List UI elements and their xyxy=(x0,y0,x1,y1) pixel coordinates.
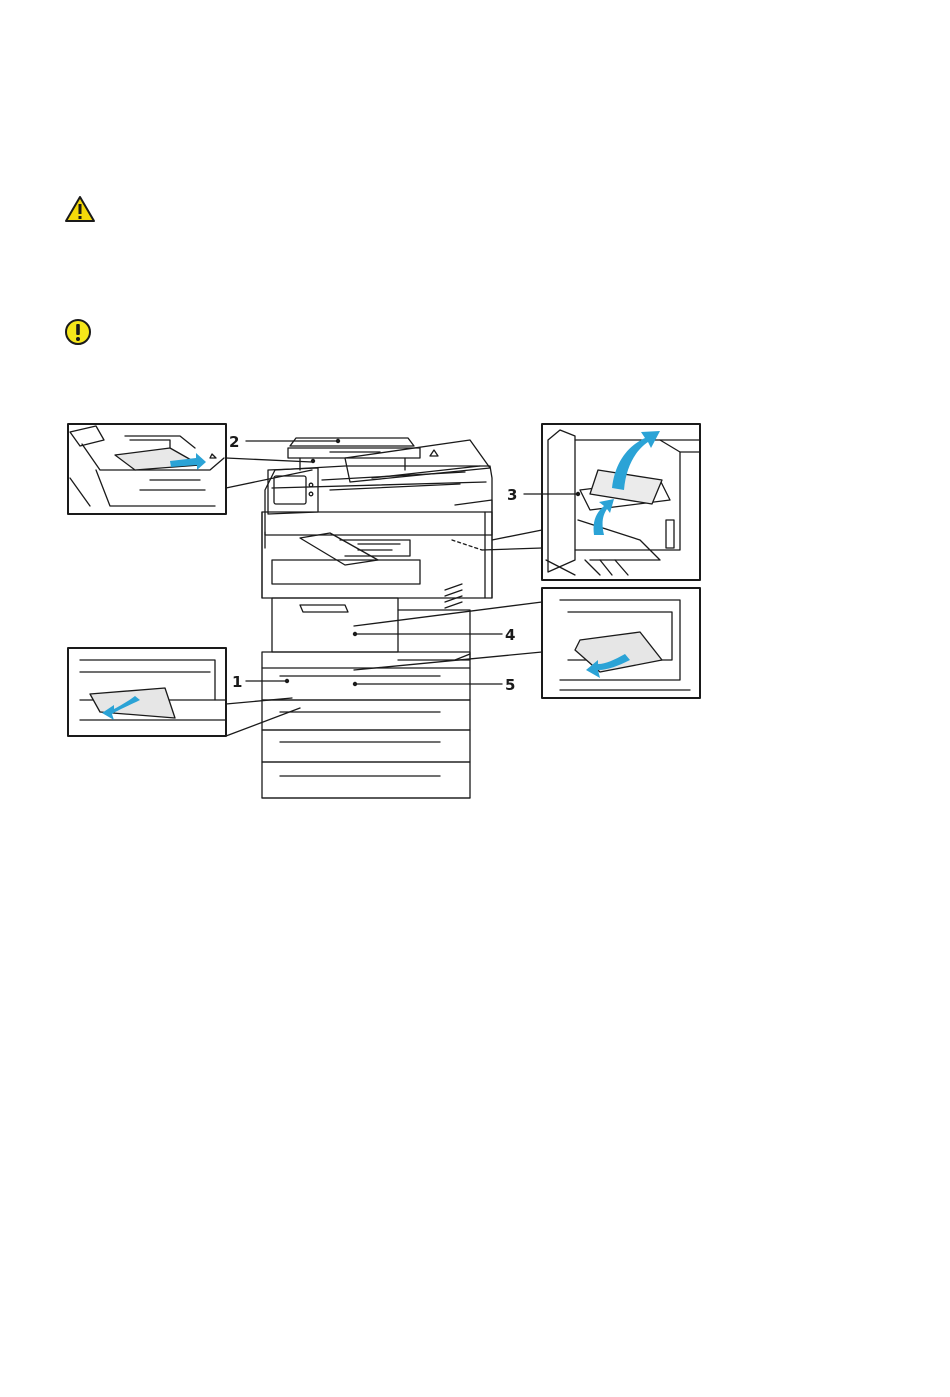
removal-arrows xyxy=(102,431,660,720)
callout-3: 3 xyxy=(507,486,517,504)
callout-1: 1 xyxy=(232,673,242,691)
leader-lines xyxy=(226,441,578,736)
callout-4: 4 xyxy=(505,626,515,644)
paper-jam-locations-figure: 2 3 4 5 1 xyxy=(0,0,950,820)
inset-document-feeder xyxy=(68,424,226,514)
callout-5: 5 xyxy=(505,676,515,694)
printer-illustration xyxy=(262,438,492,798)
inset-tray xyxy=(68,648,226,736)
inset-rear-door xyxy=(542,424,700,580)
callout-2: 2 xyxy=(229,433,239,451)
inset-bypass-tray xyxy=(542,588,700,698)
